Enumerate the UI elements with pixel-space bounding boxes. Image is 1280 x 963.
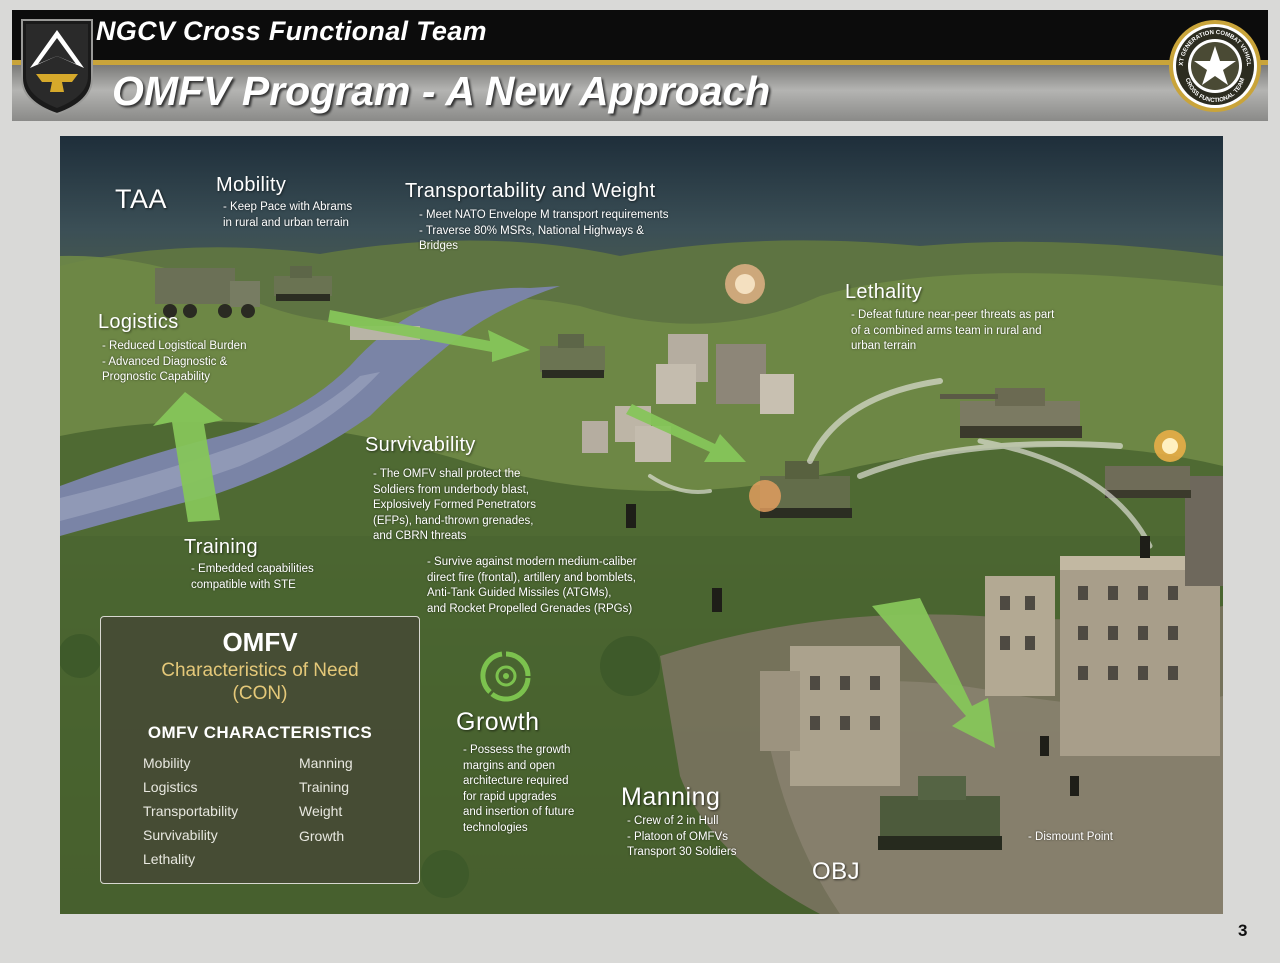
explosion-effects <box>725 264 1186 512</box>
team-name: NGCV Cross Functional Team <box>96 16 487 46</box>
ngcv-logo-icon <box>21 19 93 116</box>
omfv-vehicle-objective <box>878 776 1002 850</box>
logistics-truck <box>155 268 260 318</box>
con-subtitle: Characteristics of Need (CON) <box>161 660 359 704</box>
dismount-point-label: - Dismount Point <box>1028 831 1114 843</box>
page-number: 3 <box>1238 921 1248 940</box>
con-item-survivability: Survivability <box>143 827 218 843</box>
terrain-illustration <box>60 240 1223 914</box>
manning-text: - Crew of 2 in Hull - Platoon of OMFVs T… <box>627 815 737 858</box>
con-item-weight: Weight <box>299 803 343 819</box>
survivability-text-1: - The OMFV shall protect the Soldiers fr… <box>373 468 536 542</box>
header-title-band <box>12 65 1268 121</box>
trees <box>60 634 660 898</box>
obj-label: OBJ <box>812 858 861 885</box>
mobility-text: - Keep Pace with Abrams in rural and urb… <box>223 201 353 229</box>
transportability-title: Transportability and Weight <box>405 180 656 202</box>
maneuver-arrows <box>153 310 995 748</box>
urban-buildings <box>760 476 1223 786</box>
burning-tank <box>1105 466 1191 498</box>
omfv-con-panel: OMFV Characteristics of Need (CON) OMFV … <box>100 616 420 884</box>
con-item-transportability: Transportability <box>143 803 239 819</box>
con-heading: OMFV CHARACTERISTICS <box>147 723 373 742</box>
town-buildings <box>582 334 794 462</box>
lethality-title: Lethality <box>845 281 923 303</box>
header-gold-line <box>12 60 1268 65</box>
mobility-title: Mobility <box>216 174 287 196</box>
slide-title: OMFV Program - A New Approach <box>112 68 771 114</box>
soldiers <box>626 504 1150 796</box>
con-item-growth: Growth <box>299 828 345 844</box>
con-item-lethality: Lethality <box>143 851 196 867</box>
training-text: - Embedded capabilities compatible with … <box>191 563 314 591</box>
survivability-title: Survivability <box>365 434 476 456</box>
enemy-tank <box>940 388 1082 438</box>
cft-seal-icon: NEXT GENERATION COMBAT VEHICLES CROSS FU… <box>1166 17 1261 112</box>
slide-header: NGCV Cross Functional Team OMFV Program … <box>12 10 1268 121</box>
con-item-mobility: Mobility <box>143 755 191 771</box>
con-item-manning: Manning <box>299 755 353 771</box>
omfv-vehicle-1 <box>540 334 605 378</box>
growth-text: - Possess the growth margins and open ar… <box>463 744 575 834</box>
taa-label: TAA <box>115 184 168 214</box>
lethality-text: - Defeat future near-peer threats as par… <box>851 309 1055 352</box>
survivability-text-2: - Survive against modern medium-caliber … <box>427 556 637 615</box>
header-black-bar <box>12 10 1268 60</box>
manning-title: Manning <box>621 783 721 811</box>
logistics-text: - Reduced Logistical Burden - Advanced D… <box>102 340 247 383</box>
logistics-title: Logistics <box>98 311 179 333</box>
growth-cycle-icon <box>480 651 531 702</box>
con-item-training: Training <box>299 779 350 795</box>
battlefield-scene: TAA Mobility - Keep Pace with Abrams in … <box>60 136 1223 914</box>
transportability-text: - Meet NATO Envelope M transport require… <box>419 209 669 252</box>
training-title: Training <box>184 536 258 558</box>
growth-title: Growth <box>456 708 540 736</box>
con-item-logistics: Logistics <box>143 779 198 795</box>
smoke-trails <box>648 378 1153 549</box>
con-title: OMFV <box>222 627 298 657</box>
recon-vehicle <box>274 266 332 301</box>
